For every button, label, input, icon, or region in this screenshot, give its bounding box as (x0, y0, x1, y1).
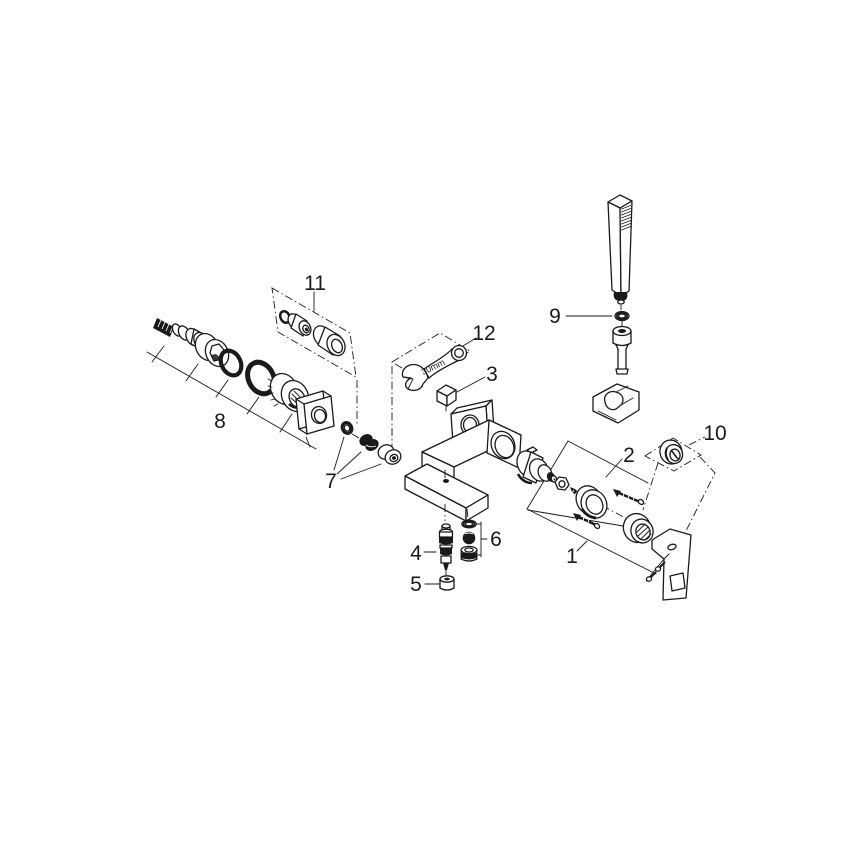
callout-11: 11 (304, 272, 326, 295)
callout-1: 1 (566, 545, 578, 568)
part-8-socket-nut (194, 332, 230, 368)
faucet-body-group (404, 376, 522, 575)
part-1-bracket-line (526, 508, 657, 575)
part-3-plug-cube (436, 384, 457, 407)
part-12-wrench-icon (401, 344, 468, 391)
callout-4: 4 (410, 542, 422, 565)
callout-10: 10 (703, 422, 726, 445)
part-11-mousseur-group (271, 287, 358, 424)
part-6-bracket (476, 521, 488, 558)
part-2-leader (605, 458, 623, 478)
part-1-cap (622, 512, 654, 544)
part-10-knob (659, 439, 684, 465)
part-7-washer (340, 421, 354, 435)
part-7-nut (377, 444, 402, 465)
part-8-square-escutcheon (295, 390, 335, 435)
shower-wall-bracket (592, 383, 640, 424)
part-1-handle-group (622, 512, 692, 601)
callout-8: 8 (214, 410, 226, 433)
callout-7: 7 (325, 470, 337, 493)
part-9-hand-shower-group (565, 194, 640, 424)
part-11-insert (287, 313, 312, 337)
hand-shower (607, 194, 633, 305)
callout-12: 12 (472, 322, 495, 345)
callout-6: 6 (490, 528, 502, 551)
part-6-seal-set (460, 519, 478, 562)
part-2-hex-nut (554, 476, 570, 491)
part-2-ring-escutcheon (575, 485, 608, 520)
callout-2: 2 (623, 444, 635, 467)
part-11-dashed-box (271, 287, 357, 378)
callout-9: 9 (549, 305, 561, 328)
part-1-grub-screws (645, 558, 666, 582)
part-7-check-valve-group (333, 421, 402, 480)
part-2-cartridge-group (516, 446, 649, 531)
part-8-bracket-line (146, 351, 317, 450)
part-8-union-set-group (146, 318, 335, 450)
part-2-mount-screw-upper (613, 489, 645, 506)
part-4-valve-cartridge (438, 523, 454, 570)
part-1-lever-handle (651, 528, 692, 601)
hose-connector (612, 325, 632, 375)
callout-labels: 1 2 3 4 5 6 7 8 9 10 11 12 (214, 272, 727, 596)
part-5-nut (439, 575, 455, 591)
part-3-leader (456, 376, 486, 393)
callout-3: 3 (486, 363, 498, 386)
callout-5: 5 (410, 573, 422, 596)
part-11-sleeve (312, 325, 346, 357)
part-9-hose-washer (614, 310, 630, 322)
part-8-o-ring-large (245, 359, 277, 397)
part-10-knob-group (642, 436, 716, 542)
parts-4-5-6-group (423, 519, 488, 591)
part-2-mount-screw-lower (573, 513, 601, 530)
part-8-o-ring-small (218, 348, 244, 378)
part-7-valve-seal (359, 434, 379, 451)
body-spout (404, 463, 489, 522)
